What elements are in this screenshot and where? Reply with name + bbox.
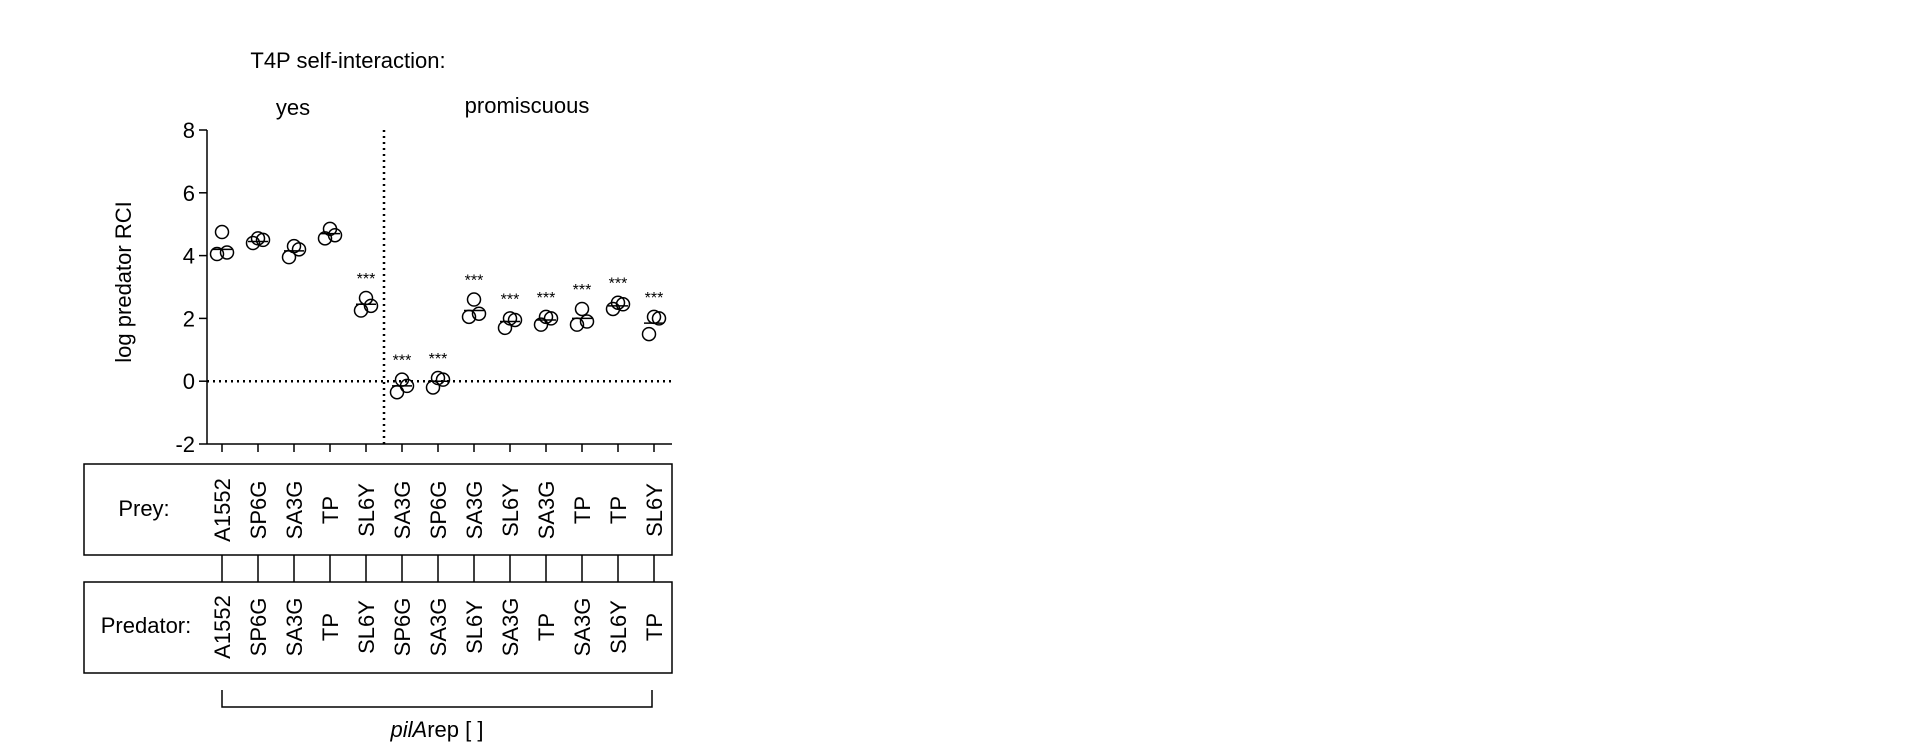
- predator-label: SA3G: [426, 598, 451, 657]
- prey-label: SL6Y: [354, 483, 379, 537]
- predator-row-label: Predator:: [101, 613, 192, 638]
- prey-row-label: Prey:: [118, 496, 169, 521]
- significance-label: ***: [609, 276, 628, 293]
- category-group: ***: [461, 273, 487, 325]
- data-point: [286, 238, 302, 254]
- predator-label: SA3G: [498, 598, 523, 657]
- category-group: ***: [425, 351, 451, 395]
- row-category-labels: A1552A1552SP6GSP6GSA3GSA3GTPTPSL6YSL6YSA…: [210, 478, 667, 659]
- data-point: [214, 224, 230, 240]
- pilarep-rest: rep [ ]: [427, 717, 483, 742]
- data-point: [363, 298, 379, 314]
- pilarep-italic: pilA: [390, 717, 428, 742]
- category-group: [317, 221, 343, 246]
- predator-label: A1552: [210, 595, 235, 659]
- significance-label: ***: [429, 351, 448, 368]
- prey-label: SP6G: [246, 481, 271, 540]
- predator-label: SP6G: [390, 598, 415, 657]
- group-label-yes: yes: [276, 95, 310, 120]
- predator-label: SP6G: [246, 598, 271, 657]
- prey-row-box: [83, 463, 673, 556]
- prey-label: SL6Y: [498, 483, 523, 537]
- data-point: [471, 306, 487, 321]
- category-group: ***: [533, 290, 559, 332]
- data-point: [502, 311, 518, 326]
- data-point: [466, 292, 482, 307]
- prey-label: SA3G: [462, 481, 487, 540]
- y-tick-label: 8: [183, 118, 195, 143]
- significance-label: ***: [537, 290, 556, 307]
- data-point: [579, 314, 595, 329]
- data-point: [641, 326, 657, 342]
- predator-label: SL6Y: [606, 600, 631, 654]
- prey-label: TP: [606, 496, 631, 524]
- prey-label: SL6Y: [642, 483, 667, 537]
- group-label-promiscuous: promiscuous: [465, 93, 590, 118]
- y-axis-label: log predator RCI: [111, 201, 136, 362]
- significance-label: ***: [357, 271, 376, 288]
- prey-label: SA3G: [390, 481, 415, 540]
- category-group: ***: [353, 271, 379, 318]
- category-group: ***: [569, 282, 595, 332]
- predator-label: SL6Y: [462, 600, 487, 654]
- row-ticks: [221, 555, 655, 582]
- data-marks: *** *** *** *** *** *** *** *** ***: [209, 221, 667, 400]
- prey-label: A1552: [210, 478, 235, 542]
- category-group: ***: [641, 290, 667, 342]
- category-group: [245, 231, 271, 251]
- category-group: [281, 238, 307, 265]
- data-point: [250, 231, 266, 246]
- data-point: [219, 245, 235, 260]
- prey-label: TP: [318, 496, 343, 524]
- category-group: [209, 224, 235, 262]
- data-point: [538, 309, 554, 325]
- data-point: [430, 370, 446, 386]
- predator-label: TP: [534, 613, 559, 641]
- category-group: ***: [605, 276, 631, 317]
- significance-label: ***: [465, 273, 484, 290]
- predator-row-box: [83, 581, 673, 674]
- prey-label: SP6G: [426, 481, 451, 540]
- y-tick-label: 0: [183, 369, 195, 394]
- axes: -2 0 2 4 6 8: [175, 118, 672, 457]
- y-tick-label: 6: [183, 181, 195, 206]
- predator-label: SA3G: [282, 598, 307, 657]
- pilarep-bracket: [221, 690, 653, 708]
- data-point: [389, 384, 405, 400]
- predator-label: TP: [318, 613, 343, 641]
- significance-label: ***: [393, 353, 412, 370]
- significance-label: ***: [645, 290, 664, 307]
- data-point: [245, 235, 261, 251]
- predator-label: SA3G: [570, 598, 595, 657]
- data-point: [574, 301, 590, 317]
- pilarep-label: pilArep [ ]: [390, 717, 484, 742]
- data-point: [610, 295, 626, 310]
- significance-label: ***: [573, 282, 592, 299]
- reference-lines: [207, 130, 672, 444]
- chart-title: T4P self-interaction:: [250, 48, 445, 73]
- significance-label: ***: [501, 291, 520, 308]
- predator-label: TP: [642, 613, 667, 641]
- prey-label: SA3G: [282, 481, 307, 540]
- predator-label: SL6Y: [354, 600, 379, 654]
- prey-label: SA3G: [534, 481, 559, 540]
- prey-label: TP: [570, 496, 595, 524]
- data-point: [322, 221, 338, 237]
- y-tick-label: 2: [183, 306, 195, 331]
- y-tick-label: -2: [175, 432, 195, 457]
- category-group: ***: [389, 353, 415, 400]
- data-point: [209, 246, 225, 262]
- y-tick-label: 4: [183, 244, 195, 269]
- category-group: ***: [497, 291, 523, 336]
